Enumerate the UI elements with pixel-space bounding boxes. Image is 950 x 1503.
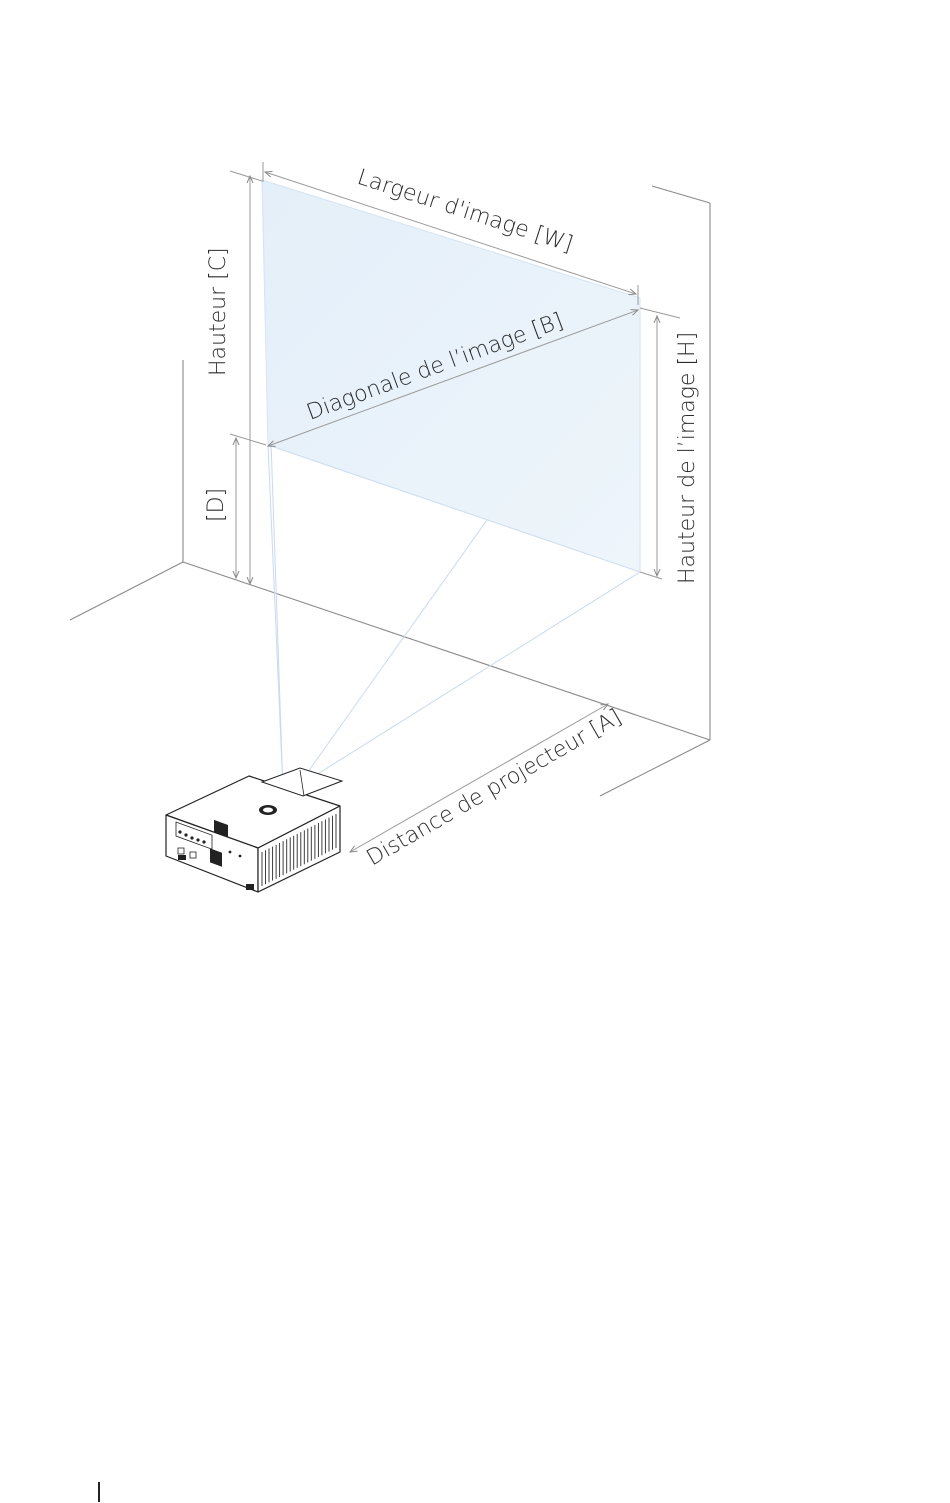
label-image-height: Hauteur de l’image [H] — [675, 332, 700, 584]
dimension-projector-distance — [350, 704, 608, 852]
dimension-offset-d — [230, 434, 266, 578]
projected-screen — [262, 180, 640, 572]
label-height-c: Hauteur [C] — [206, 247, 231, 376]
dimension-height-c — [230, 171, 262, 584]
label-projector-distance: Distance de projecteur [A] — [363, 705, 626, 872]
page-marker — [98, 1482, 100, 1502]
label-offset-d: [D] — [204, 488, 229, 522]
projector-device-icon — [166, 768, 342, 892]
dimension-image-height — [640, 308, 680, 579]
